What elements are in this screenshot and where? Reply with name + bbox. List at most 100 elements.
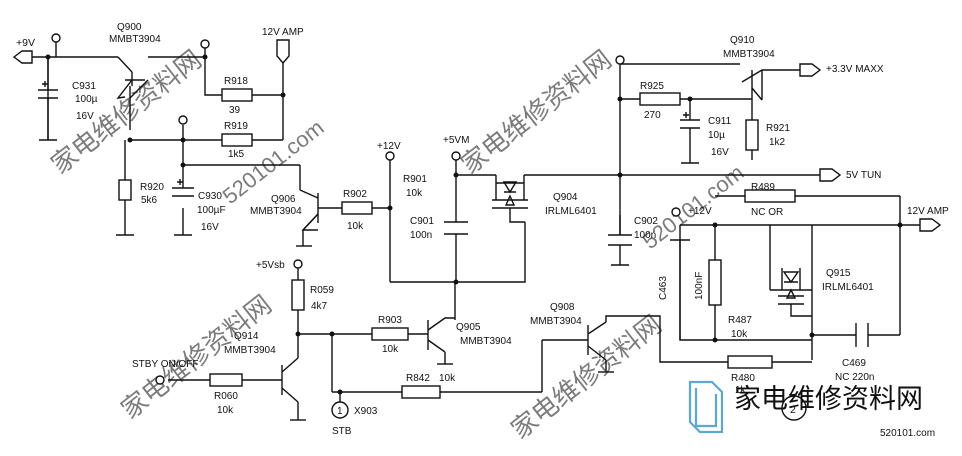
labels: +9V Q900 MMBT3904 12V AMP C931 100µ 16V …: [16, 22, 949, 437]
label-r903-val: 10k: [382, 344, 399, 355]
label-r920: R920: [140, 182, 164, 193]
arrow-9v-icon: [12, 50, 33, 64]
label-r842-val: 10k: [439, 373, 456, 384]
capacitor-c901: [444, 221, 468, 235]
terminal-12v-a: [385, 151, 395, 161]
label-r059: R059: [310, 285, 334, 296]
junctions: [45, 54, 903, 395]
label-12v-a: +12V: [377, 141, 401, 152]
resistor-r919: [221, 133, 253, 147]
label-r921: R921: [766, 123, 790, 134]
label-c901: C901: [410, 216, 434, 227]
label-r060-val: 10k: [217, 405, 234, 416]
label-r901: R901: [403, 174, 427, 185]
terminal-r925: [615, 55, 625, 65]
label-q915-type: IRLML6401: [822, 282, 874, 293]
label-r902: R902: [343, 189, 367, 200]
label-r480: R480: [731, 373, 755, 384]
capacitor-c469: [855, 323, 869, 347]
label-q914: Q914: [234, 331, 259, 342]
label-c931-v: 16V: [76, 111, 94, 122]
testpoint-x903: [331, 401, 349, 419]
capacitor-c931: [38, 57, 58, 141]
resistor-r480: [727, 355, 773, 369]
label-r489-val: NC OR: [751, 207, 783, 218]
label-q910: Q910: [730, 35, 755, 46]
label-circled-number: 2: [790, 404, 796, 416]
site-logo: 家电维修资料网 520101.com: [688, 380, 935, 439]
label-r487-val: 10k: [731, 329, 748, 340]
label-testpoint-number: 1: [337, 406, 343, 417]
label-r919-val: 1k5: [228, 149, 245, 160]
label-q904-type: IRLML6401: [545, 206, 597, 217]
label-c930: C930: [198, 191, 222, 202]
label-q915: Q915: [826, 268, 851, 279]
resistor-r060: [209, 373, 243, 387]
label-c931-val: 100µ: [75, 94, 98, 105]
label-stby: STBY ON/OFF: [132, 359, 199, 370]
label-r480-val: 1k: [735, 385, 747, 396]
label-stb: STB: [332, 426, 352, 437]
label-c469: C469: [842, 358, 866, 369]
label-r060: R060: [214, 391, 238, 402]
watermark-cn: 家电维修资料网: [505, 309, 667, 445]
terminal-5vsb: [293, 259, 303, 269]
logo-glyph-icon: [688, 380, 724, 434]
label-5vtun: 5V TUN: [846, 170, 881, 181]
capacitor-c902: [608, 234, 632, 246]
resistor-r921: [745, 119, 759, 151]
label-c911-val: 10µ: [708, 130, 725, 141]
label-q905: Q905: [456, 322, 481, 333]
arrow-5vtun-icon: [819, 168, 842, 182]
arrow-12v-amp-right-icon: [919, 218, 942, 232]
label-c469-val: NC 220n: [835, 372, 874, 383]
label-r921-val: 1k2: [769, 137, 786, 148]
label-c463: C463: [658, 276, 669, 300]
label-q904: Q904: [553, 192, 578, 203]
capacitor-c911: [680, 112, 700, 140]
label-c911-v: 16V: [711, 147, 729, 158]
label-5vsb: +5Vsb: [256, 260, 285, 271]
label-r925-val: 270: [644, 110, 661, 121]
label-c902-val: 100n: [634, 230, 656, 241]
label-q910-type: MMBT3904: [723, 49, 775, 60]
logo-text: 家电维修资料网: [734, 384, 923, 414]
label-12v-amp-right: 12V AMP: [907, 206, 949, 217]
terminal-q900-base: [200, 39, 210, 49]
capacitors: [38, 57, 869, 347]
terminal-r919: [178, 115, 188, 125]
label-q905-type: MMBT3904: [460, 336, 512, 347]
watermark-cn: 家电维修资料网: [455, 44, 617, 180]
label-c930-val: 100µF: [197, 205, 226, 216]
resistor-r487: [708, 259, 722, 306]
label-12v-amp-top: 12V AMP: [262, 27, 304, 38]
label-q908-type: MMBT3904: [530, 316, 582, 327]
label-33v: +3.3V MAXX: [826, 64, 884, 75]
label-q900: Q900: [117, 22, 142, 33]
label-q900-type: MMBT3904: [109, 34, 161, 45]
circled-number-2: [781, 395, 807, 421]
label-12v-b: +12V: [688, 206, 712, 217]
capacitor-c930: [172, 179, 194, 197]
wires: [32, 42, 920, 421]
resistor-r489: [744, 189, 796, 203]
resistor-r920: [118, 179, 132, 201]
label-q914-type: MMBT3904: [224, 345, 276, 356]
label-r925: R925: [640, 81, 664, 92]
label-r059-val: 4k7: [311, 301, 328, 312]
watermark-cn: 家电维修资料网: [115, 289, 277, 425]
resistors: [118, 88, 796, 399]
terminal-5vm: [451, 151, 461, 161]
label-q908: Q908: [550, 302, 575, 313]
label-r489: R489: [751, 182, 775, 193]
logo-url: 520101.com: [880, 428, 935, 439]
label-r918: R918: [224, 76, 248, 87]
label-c930-v: 16V: [201, 222, 219, 233]
label-x903: X903: [354, 406, 378, 417]
mosfet-q904: [492, 181, 528, 223]
label-r842: R842: [406, 373, 430, 384]
resistor-r918: [221, 88, 253, 102]
label-r903: R903: [378, 315, 402, 326]
label-q906-type: MMBT3904: [250, 206, 302, 217]
label-r918-val: 39: [229, 105, 241, 116]
